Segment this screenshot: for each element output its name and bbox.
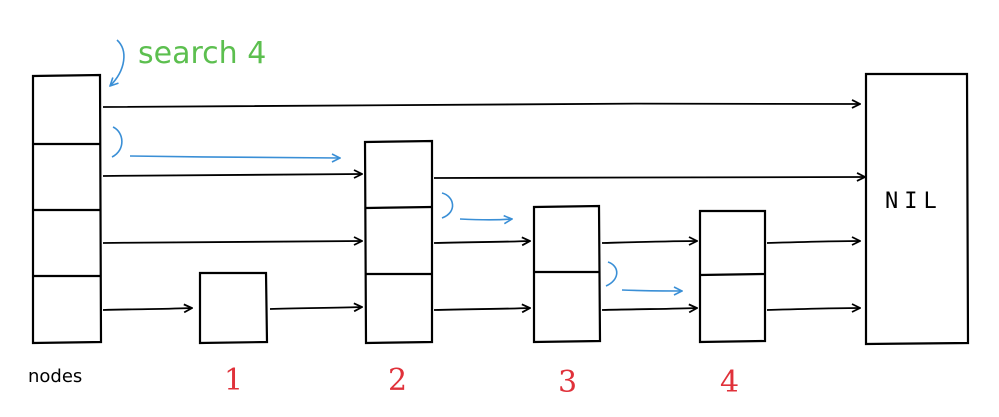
pointer-arrow — [766, 308, 860, 310]
pointer-arrow — [601, 308, 697, 310]
pointer-arrow — [601, 241, 697, 243]
search-step-arrow — [621, 290, 682, 291]
search-step-hook — [111, 126, 123, 158]
pointer-arrow — [433, 241, 530, 243]
node-key-label: 2 — [388, 363, 407, 398]
search-step-arrow — [459, 219, 512, 220]
pointer-arrow — [102, 241, 362, 243]
node-2-frame — [363, 139, 434, 345]
head-node — [31, 73, 103, 345]
node-key-label: 4 — [720, 365, 739, 400]
search-step-arrow — [110, 39, 125, 86]
pointer-arrow — [766, 241, 860, 243]
pointer-arrow — [102, 174, 362, 176]
node-key-label: 3 — [558, 365, 577, 400]
head-node-frame — [31, 73, 103, 345]
node-3-frame — [532, 204, 602, 344]
head-label: nodes — [28, 366, 82, 387]
pointer-arrow — [433, 308, 530, 310]
nil-node-frame — [864, 72, 970, 346]
pointer-arrow — [433, 177, 865, 178]
node-1-frame — [198, 271, 269, 345]
search-step-hook — [605, 261, 618, 287]
nil-node — [864, 72, 970, 346]
node-1 — [198, 271, 269, 345]
pointer-arrow — [102, 308, 192, 310]
forward-pointers — [102, 104, 865, 310]
node-4-frame — [698, 209, 767, 344]
node-4-divider — [699, 272, 766, 277]
search-annotation: search 4 — [138, 36, 266, 71]
nil-label: NIL — [885, 189, 943, 214]
node-4 — [698, 209, 767, 344]
node-2 — [363, 139, 434, 345]
node-2-divider — [365, 205, 433, 210]
search-step-arrow — [129, 156, 340, 158]
node-key-label: 1 — [224, 363, 243, 398]
pointer-arrow — [102, 104, 860, 107]
pointer-arrow — [269, 307, 362, 309]
search-path — [110, 39, 682, 291]
search-step-hook — [441, 192, 454, 219]
node-3 — [532, 204, 602, 344]
